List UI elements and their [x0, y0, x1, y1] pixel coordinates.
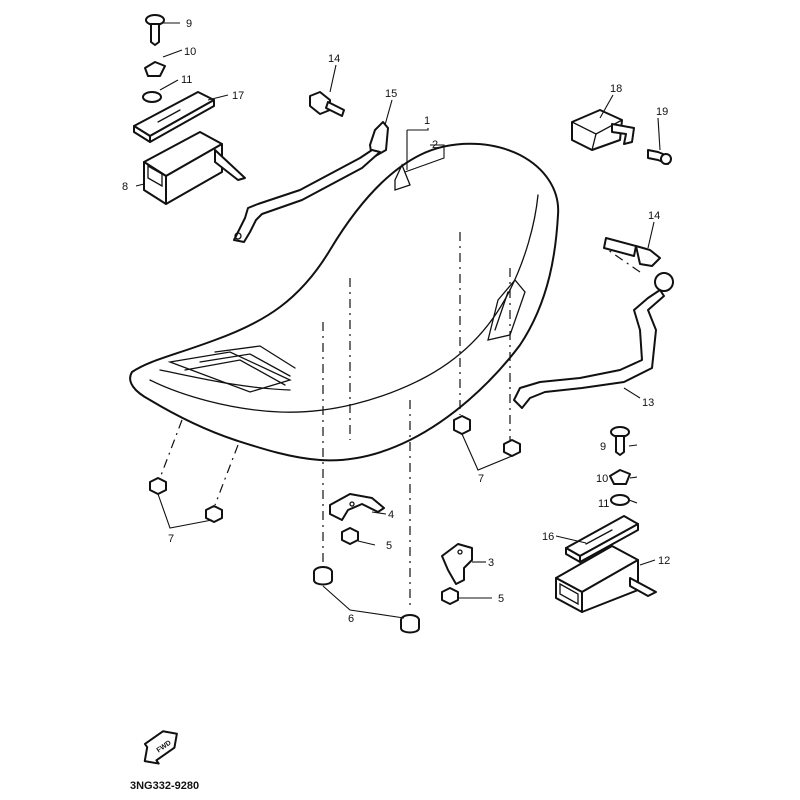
callout-14-right: 14 — [648, 210, 660, 222]
callout-16: 16 — [542, 531, 554, 543]
damper-6-left — [313, 566, 333, 586]
callout-4: 4 — [388, 509, 394, 521]
damper-7-right-a — [453, 415, 471, 435]
callout-12: 12 — [658, 555, 670, 567]
callout-5-lower: 5 — [498, 593, 504, 605]
callout-7-left: 7 — [168, 533, 174, 545]
callout-17: 17 — [232, 90, 244, 102]
screw-9-right — [610, 426, 630, 456]
callout-11-right: 11 — [598, 498, 609, 510]
damper-6-right — [400, 614, 420, 634]
damper-7-left-b — [205, 505, 223, 523]
bolt-14-upper — [309, 91, 345, 117]
callout-9-left: 9 — [186, 18, 192, 30]
washer-10-left — [144, 61, 166, 77]
bolt-14-right — [603, 237, 661, 267]
callout-7-right: 7 — [478, 473, 484, 485]
bracket-18 — [571, 109, 635, 151]
callout-2: 2 — [432, 139, 438, 151]
callout-3: 3 — [488, 557, 494, 569]
washer-11-left — [142, 91, 162, 103]
nut-5-lower — [441, 587, 459, 605]
bracket-4 — [329, 493, 385, 521]
callout-8: 8 — [122, 181, 128, 193]
callouts: 9 10 11 17 8 14 15 1 2 18 19 14 13 9 10 … — [122, 18, 670, 625]
damper-7-right-b — [503, 439, 521, 457]
plate-16 — [565, 515, 639, 563]
callout-15: 15 — [385, 88, 397, 100]
nut-5-upper — [341, 527, 359, 545]
screw-9-left — [145, 14, 165, 46]
washer-11-right — [610, 494, 630, 506]
diagram-code: 3NG332-9280 — [130, 780, 199, 792]
seat-lock-8 — [143, 131, 246, 205]
callout-14-upper: 14 — [328, 53, 340, 65]
callout-9-right: 9 — [600, 441, 606, 453]
seat-lock-12 — [555, 545, 657, 613]
screw-19 — [647, 149, 672, 165]
forward-arrow-icon: FWD — [143, 730, 178, 765]
callout-19: 19 — [656, 106, 668, 118]
callout-11-left: 11 — [181, 74, 192, 86]
damper-7-left-a — [149, 477, 167, 495]
callout-13: 13 — [642, 397, 654, 409]
leader-lines — [135, 22, 661, 619]
grab-strap-13 — [513, 272, 674, 409]
callout-10-left: 10 — [184, 46, 196, 58]
seat — [129, 142, 560, 462]
seat-strap-15 — [233, 121, 389, 243]
callout-10-right: 10 — [596, 473, 608, 485]
callout-6: 6 — [348, 613, 354, 625]
washer-10-right — [609, 469, 631, 485]
callout-5-upper: 5 — [386, 540, 392, 552]
bracket-3 — [441, 543, 473, 585]
callout-18: 18 — [610, 83, 622, 95]
plate-17 — [133, 91, 215, 143]
callout-1: 1 — [424, 115, 430, 127]
centerlines — [159, 232, 641, 610]
